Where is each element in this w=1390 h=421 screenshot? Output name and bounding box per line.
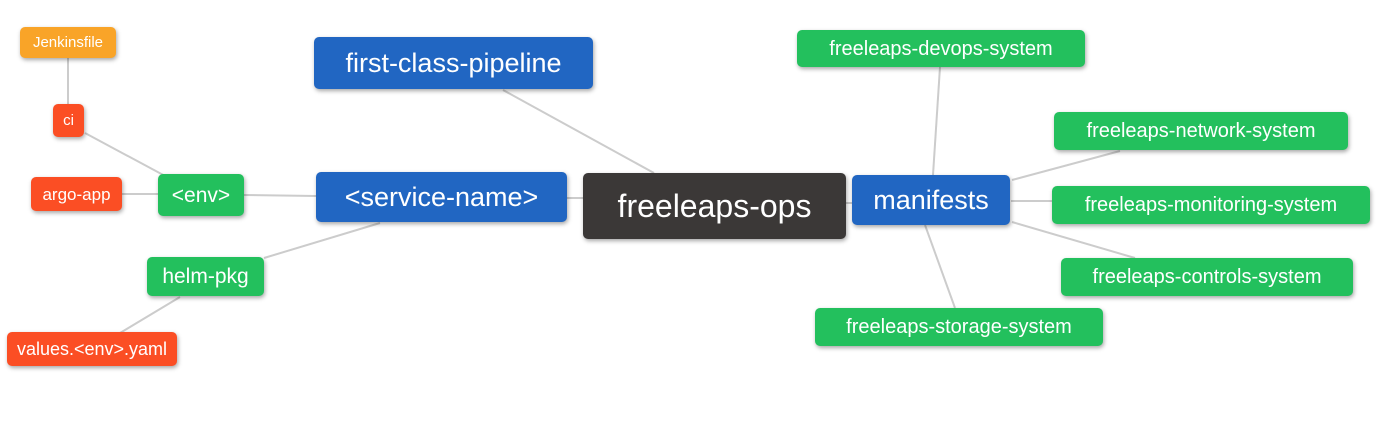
node-values-env-yaml[interactable]: values.<env>.yaml (7, 332, 177, 366)
link-manifests-devops-system (932, 66, 941, 176)
node-env[interactable]: <env> (158, 174, 244, 216)
link-manifests-storage-system (924, 224, 956, 309)
node-freeleaps-storage-system[interactable]: freeleaps-storage-system (815, 308, 1103, 346)
link-service-name-helm-pkg (263, 222, 381, 259)
link-helm-pkg-values-env-yaml (119, 296, 181, 334)
node-freeleaps-controls-system[interactable]: freeleaps-controls-system (1061, 258, 1353, 296)
node-freeleaps-network-system[interactable]: freeleaps-network-system (1054, 112, 1348, 150)
node-manifests[interactable]: manifests (852, 175, 1010, 225)
link-manifests-controls-system (1011, 221, 1136, 259)
node-ci[interactable]: ci (53, 104, 84, 137)
link-manifests-network-system (1011, 150, 1121, 181)
node-freeleaps-ops[interactable]: freeleaps-ops (583, 173, 846, 239)
node-first-class-pipeline[interactable]: first-class-pipeline (314, 37, 593, 89)
link-first-class-pipeline-freeleaps-ops (502, 89, 655, 174)
node-argo-app[interactable]: argo-app (31, 177, 122, 211)
node-service-name[interactable]: <service-name> (316, 172, 567, 222)
node-jenkinsfile[interactable]: Jenkinsfile (20, 27, 116, 58)
link-env-service-name (243, 194, 317, 197)
node-freeleaps-monitoring-system[interactable]: freeleaps-monitoring-system (1052, 186, 1370, 224)
node-helm-pkg[interactable]: helm-pkg (147, 257, 264, 296)
node-freeleaps-devops-system[interactable]: freeleaps-devops-system (797, 30, 1085, 67)
link-ci-env (84, 132, 168, 178)
